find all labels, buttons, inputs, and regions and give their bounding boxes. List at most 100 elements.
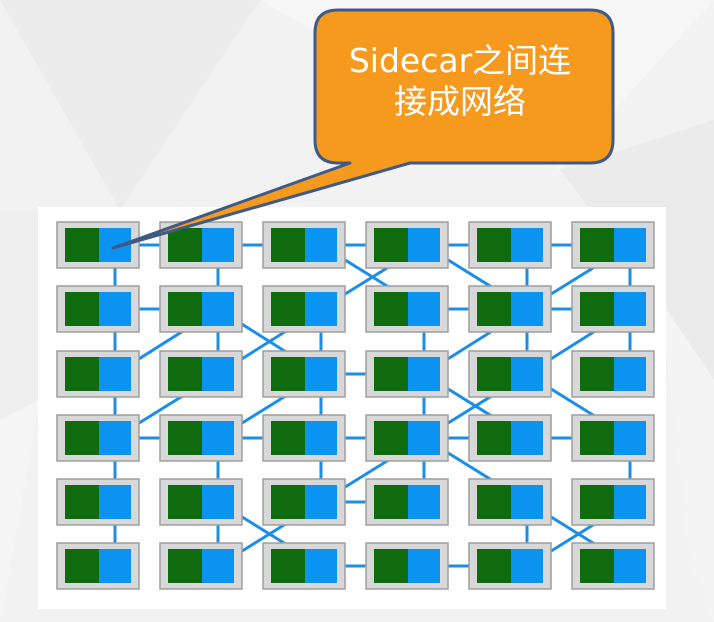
service-container [580, 357, 614, 391]
sidecar-proxy [408, 228, 440, 262]
sidecar-proxy [99, 549, 131, 583]
sidecar-proxy [511, 485, 543, 519]
sidecar-proxy [408, 292, 440, 326]
sidecar-proxy [202, 421, 234, 455]
sidecar-proxy [99, 485, 131, 519]
service-container [374, 228, 408, 262]
sidecar-proxy [408, 421, 440, 455]
sidecar-proxy [511, 228, 543, 262]
sidecar-proxy [408, 357, 440, 391]
service-container [477, 549, 511, 583]
sidecar-proxy [202, 485, 234, 519]
pod-grid [56, 221, 655, 590]
service-container [374, 357, 408, 391]
service-container [271, 549, 305, 583]
sidecar-proxy [202, 292, 234, 326]
pod [571, 542, 655, 590]
service-container [168, 228, 202, 262]
service-container [271, 292, 305, 326]
service-container [65, 421, 99, 455]
pod [159, 414, 243, 462]
pod [159, 542, 243, 590]
sidecar-proxy [305, 549, 337, 583]
pod [365, 414, 449, 462]
sidecar-proxy [99, 292, 131, 326]
service-container [168, 549, 202, 583]
pod [262, 542, 346, 590]
service-container [65, 549, 99, 583]
service-container [477, 357, 511, 391]
sidecar-proxy [614, 357, 646, 391]
service-container [168, 357, 202, 391]
callout-text: Sidecar之间连 接成网络 [348, 41, 572, 121]
sidecar-proxy [614, 549, 646, 583]
pod [365, 350, 449, 398]
service-container [477, 421, 511, 455]
pod [56, 414, 140, 462]
pod [571, 350, 655, 398]
callout-shape [111, 8, 615, 250]
service-container [271, 228, 305, 262]
sidecar-proxy [614, 228, 646, 262]
service-container [477, 228, 511, 262]
sidecar-proxy [408, 549, 440, 583]
sidecar-proxy [305, 357, 337, 391]
pod [159, 478, 243, 526]
pod [262, 414, 346, 462]
pod [365, 221, 449, 269]
service-container [271, 421, 305, 455]
diagram-panel [38, 207, 666, 609]
pod [262, 350, 346, 398]
sidecar-proxy [202, 357, 234, 391]
service-container [168, 421, 202, 455]
sidecar-proxy [511, 549, 543, 583]
service-container [168, 485, 202, 519]
pod [365, 542, 449, 590]
pod [262, 221, 346, 269]
service-container [271, 357, 305, 391]
service-container [374, 485, 408, 519]
pod [56, 542, 140, 590]
service-container [374, 549, 408, 583]
service-container [580, 421, 614, 455]
pod [262, 478, 346, 526]
sidecar-proxy [202, 549, 234, 583]
service-container [271, 485, 305, 519]
pod [571, 285, 655, 333]
service-container [65, 357, 99, 391]
pod [468, 350, 552, 398]
sidecar-proxy [614, 485, 646, 519]
sidecar-proxy [305, 485, 337, 519]
pod [159, 285, 243, 333]
service-container [580, 292, 614, 326]
sidecar-proxy [305, 421, 337, 455]
sidecar-proxy [614, 421, 646, 455]
pod [468, 414, 552, 462]
pod [468, 478, 552, 526]
service-container [168, 292, 202, 326]
pod [159, 350, 243, 398]
service-container [65, 485, 99, 519]
pod [56, 350, 140, 398]
pod [365, 285, 449, 333]
sidecar-proxy [305, 292, 337, 326]
service-container [65, 292, 99, 326]
pod [468, 285, 552, 333]
sidecar-proxy [408, 485, 440, 519]
sidecar-proxy [511, 292, 543, 326]
service-container [374, 292, 408, 326]
service-container [580, 485, 614, 519]
pod [468, 542, 552, 590]
service-container [580, 549, 614, 583]
sidecar-proxy [99, 357, 131, 391]
pod [365, 478, 449, 526]
pod [571, 221, 655, 269]
pod [262, 285, 346, 333]
pod [56, 285, 140, 333]
pod [571, 414, 655, 462]
sidecar-proxy [99, 421, 131, 455]
pod [56, 478, 140, 526]
sidecar-proxy [614, 292, 646, 326]
sidecar-proxy [511, 421, 543, 455]
